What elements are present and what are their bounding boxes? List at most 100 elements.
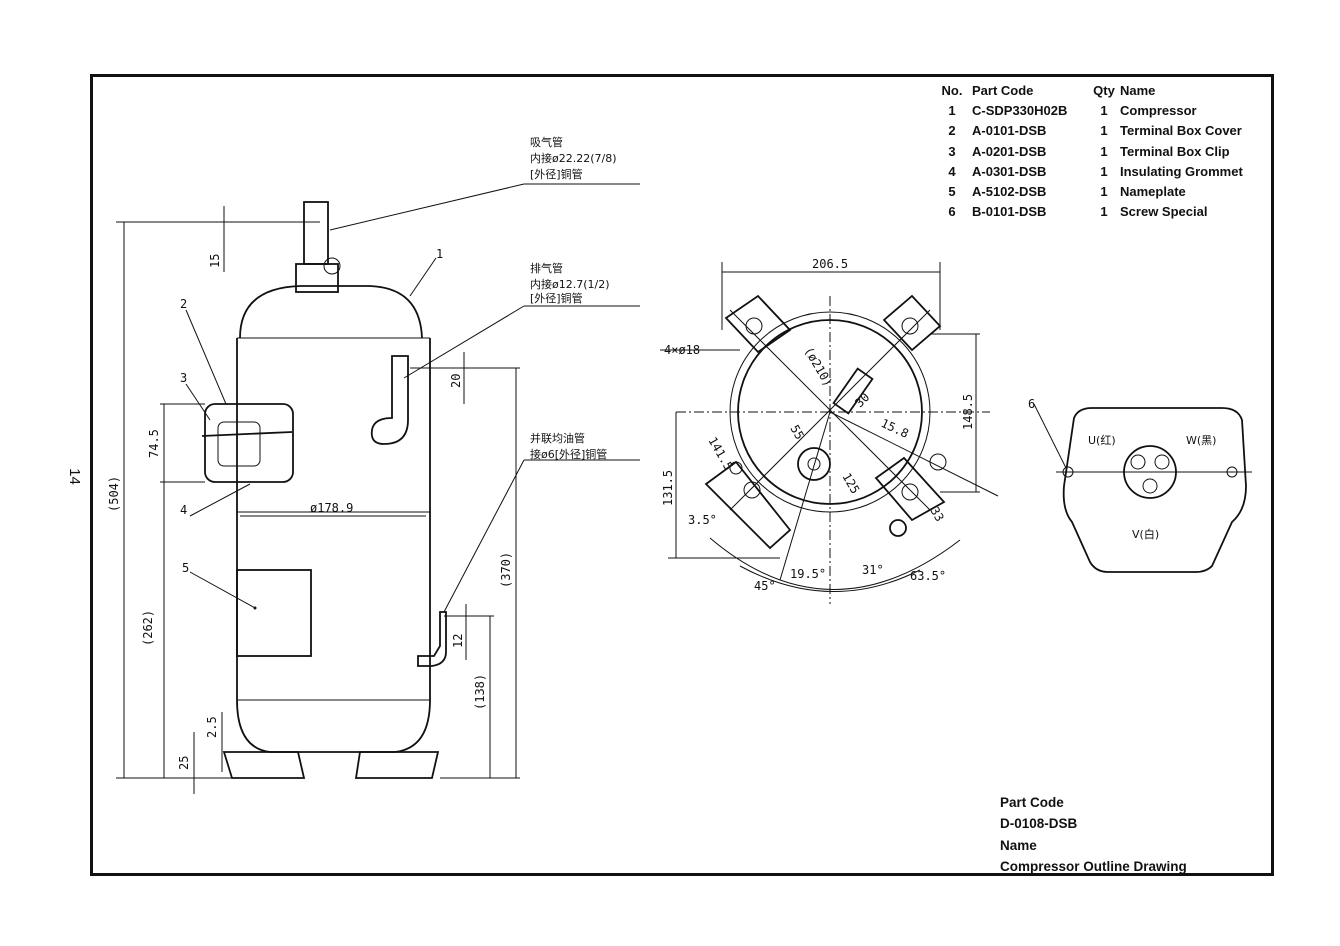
v-label: V(白) [1132, 527, 1159, 541]
row-no: 6 [948, 204, 956, 220]
part-code-label: Part Code [1000, 795, 1064, 810]
dim-19-5: 19.5° [790, 567, 826, 581]
dim-diameter: ø178.9 [310, 501, 353, 515]
nameplate [236, 569, 312, 657]
dim-138: (138) [473, 674, 487, 710]
dim-top-pipe: 15 [208, 254, 222, 268]
row-code: A-5102-DSB [972, 184, 1047, 200]
terminal-u [1130, 454, 1146, 470]
callout-3: 3 [180, 371, 187, 385]
equalizer-note-2: 接ø6[外径]铜管 [530, 447, 607, 461]
row-qty: 1 [1100, 102, 1108, 118]
w-label: W(黑) [1186, 434, 1216, 447]
dim-30: 30 [852, 390, 872, 410]
row-qty: 1 [1100, 123, 1108, 139]
row-qty: 1 [1100, 184, 1108, 200]
row-no: 4 [948, 163, 956, 179]
dim-25: 25 [177, 756, 191, 770]
row-name: Terminal Box Clip [1120, 143, 1230, 159]
callout-6: 6 [1028, 397, 1035, 411]
header-no: No. [941, 82, 963, 98]
header-code: Part Code [972, 82, 1034, 98]
foot-right [354, 751, 440, 779]
parts-header-row: No. Part Code Qty Name [932, 80, 1280, 100]
shell-top [239, 285, 423, 339]
table-row: 1 C-SDP330H02B 1 Compressor [932, 100, 1280, 120]
row-no: 3 [948, 143, 956, 159]
name-value: Compressor Outline Drawing [1000, 858, 1187, 874]
terminal-box [204, 403, 294, 483]
callout-2: 2 [180, 297, 187, 311]
callout-5: 5 [182, 561, 189, 575]
row-no: 1 [948, 102, 956, 118]
suction-note-1: 吸气管 [530, 135, 563, 149]
equalizer-pipe [417, 611, 447, 667]
side-view: 吸气管 内接ø22.22(7/8) [外径]铜管 排气管 内接ø12.7(1/2… [107, 135, 640, 794]
top-view: 206.5 4×ø18 (ø210) 30 15.8 148.5 55 141.… [660, 257, 999, 604]
discharge-note-2: 内接ø12.7(1/2) [530, 277, 610, 291]
dim-125: 125 [839, 471, 862, 497]
dim-131-5: 131.5 [661, 470, 675, 506]
mount-tab-nw [724, 294, 792, 354]
terminal-w [1154, 454, 1170, 470]
dim-3-5: 3.5° [688, 513, 717, 527]
discharge-note-1: 排气管 [530, 261, 563, 275]
equalizer-port [889, 519, 907, 537]
row-code: A-0201-DSB [972, 143, 1047, 159]
row-name: Terminal Box Cover [1120, 123, 1242, 139]
terminal-v [1142, 478, 1158, 494]
terminal-view: 6 U(红) W(黑) V(白) [1028, 397, 1252, 573]
dim-31: 31° [862, 563, 884, 577]
suction-pipe [303, 201, 329, 265]
row-qty: 1 [1100, 143, 1108, 159]
terminal-block [1123, 445, 1177, 499]
parts-table: No. Part Code Qty Name 1 C-SDP330H02B 1 … [932, 80, 1280, 222]
table-row: 2 A-0101-DSB 1 Terminal Box Cover [932, 121, 1280, 141]
dim-total-height: (504) [107, 476, 121, 512]
row-code: B-0101-DSB [972, 204, 1047, 220]
row-name: Nameplate [1120, 184, 1186, 200]
dim-370: (370) [499, 552, 513, 588]
mount-tab-ne [882, 294, 942, 352]
dim-terminal-height: 74.5 [147, 429, 161, 458]
suction-port [797, 447, 831, 481]
row-name: Insulating Grommet [1120, 163, 1243, 179]
title-block: Part Code D-0108-DSB Name Compressor Out… [1000, 792, 1187, 877]
terminal-cover [1062, 407, 1247, 573]
dim-55: 55 [787, 423, 806, 443]
row-qty: 1 [1100, 204, 1108, 220]
discharge-pipe [370, 355, 409, 445]
callout-1: 1 [436, 247, 443, 261]
mount-tab-se [874, 456, 946, 522]
table-row: 5 A-5102-DSB 1 Nameplate [932, 181, 1280, 201]
dim-262: (262) [141, 610, 155, 646]
row-name: Compressor [1120, 102, 1197, 118]
shell-body [236, 338, 431, 753]
dim-equalizer: 12 [451, 634, 465, 648]
dim-45: 45° [754, 579, 776, 593]
header-qty: Qty [1093, 82, 1115, 98]
row-name: Screw Special [1120, 204, 1208, 220]
dim-2-5: 2.5 [205, 716, 219, 738]
suction-fitting [295, 263, 339, 293]
dim-63-5: 63.5° [910, 569, 946, 583]
table-row: 6 B-0101-DSB 1 Screw Special [932, 202, 1280, 222]
mount-tab-sw [704, 460, 792, 550]
drawing-frame [90, 74, 1274, 876]
table-row: 4 A-0301-DSB 1 Insulating Grommet [932, 161, 1280, 181]
header-name: Name [1120, 82, 1156, 98]
dim-148-5: 148.5 [961, 394, 975, 430]
dim-width: 206.5 [812, 257, 848, 271]
discharge-note-3: [外径]铜管 [530, 291, 583, 305]
row-no: 2 [948, 123, 956, 139]
suction-note-2: 内接ø22.22(7/8) [530, 151, 617, 165]
table-row: 3 A-0201-DSB 1 Terminal Box Clip [932, 141, 1280, 161]
dim-33: 33 [927, 505, 946, 525]
callout-4: 4 [180, 503, 187, 517]
name-label: Name [1000, 837, 1037, 853]
row-code: A-0301-DSB [972, 163, 1047, 179]
row-code: A-0101-DSB [972, 123, 1047, 139]
row-qty: 1 [1100, 163, 1108, 179]
suction-note-3: [外径]铜管 [530, 167, 583, 181]
